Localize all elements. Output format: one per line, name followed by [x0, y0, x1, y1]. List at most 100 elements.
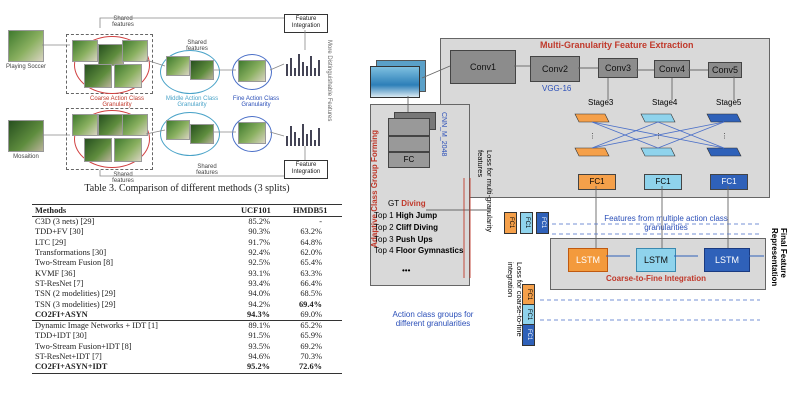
middle-frame-b2 [190, 124, 214, 144]
method-cell: ST-ResNet+IDT [7] [35, 352, 102, 361]
fine-ellipse-bottom [232, 116, 272, 152]
ucf101-cell: 93.4% [248, 278, 270, 288]
hmdb51-cell: 69.0% [300, 309, 322, 319]
diagram-connectors [407, 65, 764, 321]
top1-row: Top 1 High Jump [374, 210, 437, 221]
table-row: CO2FI+ASYN 94.3% 69.0% [32, 310, 342, 321]
top3-value: Push Ups [395, 235, 433, 244]
bottom-action-label: Mosaition [13, 154, 39, 160]
ucf101-cell: 93.1% [248, 268, 270, 278]
coarse-frame-3 [122, 40, 148, 62]
fc1-orange-label: FC1 [589, 177, 605, 186]
table-row: Transformations [30]92.4%62.0% [32, 248, 342, 258]
feature-integration-top: Feature Integration [284, 14, 328, 33]
ucf101-cell: 93.5% [248, 341, 270, 351]
ucf101-cell: 95.2% [246, 362, 270, 372]
middle-frame-2 [190, 60, 214, 80]
top3-row: Top 3 Push Ups [374, 234, 433, 245]
hmdb51-cell: 65.4% [300, 258, 322, 268]
final-rep-wrap: Final Feature Representation [770, 228, 798, 328]
cnn-block [388, 118, 430, 136]
hmdb51-cell: 66.4% [300, 278, 322, 288]
top3-label: Top 3 [374, 235, 394, 244]
fc1-orange: FC1 [578, 174, 616, 190]
small-fc-cyan: FC1 [520, 212, 533, 234]
lstm-2: LSTM [636, 248, 676, 272]
small-fc-cyan-label: FC1 [524, 217, 530, 229]
vertical-label: More Distinguishable Features [326, 40, 332, 122]
shared-features-top: Shared features [112, 16, 134, 28]
hmdb51-cell: 63.2% [300, 227, 322, 237]
feature-integration-bottom: Feature Integration [284, 160, 328, 179]
small-fc-orange: FC1 [504, 212, 517, 234]
groups-note: Action class groups for different granul… [392, 310, 474, 328]
bottom-action-thumbnail [8, 120, 44, 152]
svg-text:⋮: ⋮ [721, 132, 728, 140]
lstm-2-label: LSTM [643, 255, 668, 265]
table-body: C3D (3 nets) [29]85.2%-TDD+FV [30]90.3%6… [32, 216, 342, 373]
hmdb51-cell: 62.0% [300, 248, 322, 258]
table-row: KVMF [36]93.1%63.3% [32, 268, 342, 278]
top4-label: Top 4 [374, 246, 394, 255]
middle-frame-b1 [166, 120, 190, 140]
table-row: TSN (2 modelities) [29]94.0%68.5% [32, 289, 342, 299]
coarse-frame-b3 [122, 114, 148, 136]
table-row: Two-Stream Fusion [8] 92.5% 65.4% [32, 258, 342, 268]
hmdb51-cell: 70.3% [300, 352, 322, 361]
coarse-frame-1 [72, 40, 98, 62]
small-fc-blue-2: FC1 [522, 324, 535, 346]
fine-label: Fine Action Class Granularity [232, 96, 280, 108]
hmdb51-cell: 72.6% [298, 362, 322, 372]
fc-block: FC [388, 152, 430, 168]
header-methods: Methods [35, 206, 67, 215]
loss-coarse-wrap: Loss for coarse-to-fine integration [506, 262, 524, 372]
ucf101-cell: 92.5% [248, 258, 270, 268]
table-bottom-rule [32, 373, 342, 374]
coarse-ellipse-bottom [74, 110, 150, 168]
fc1-cyan: FC1 [644, 174, 682, 190]
ucf101-cell: 94.3% [246, 309, 270, 319]
table-caption: Table 3. Comparison of different methods… [84, 183, 290, 194]
ucf101-cell: 89.1% [238, 319, 290, 332]
stage3-label: Stage3 [588, 98, 614, 107]
method-cell: TSN (3 modelities) [29] [35, 299, 116, 309]
table-row: Dynamic Image Networks + IDT [1]89.1%65.… [32, 319, 342, 332]
cnn-label-wrap: CNN_M_2048 [440, 112, 452, 182]
gt-value: Diving [401, 199, 426, 208]
features-note: Features from multiple action class gran… [604, 214, 728, 232]
top2-value: Cliff Diving [395, 223, 439, 232]
coarse-frame-4 [84, 64, 112, 88]
cnn-label: CNN_M_2048 [440, 112, 447, 157]
feature-bars-top [286, 54, 320, 76]
input-frame-front [370, 66, 420, 98]
ucf101-cell: 94.0% [248, 289, 270, 299]
table-row: TDD+FV [30]90.3%63.2% [32, 227, 342, 237]
svg-text:⋮: ⋮ [589, 132, 596, 140]
hmdb51-cell: - [290, 216, 342, 228]
hmdb51-cell: 65.2% [290, 319, 342, 332]
method-cell: Two-Stream Fusion [8] [35, 258, 114, 268]
conv4-label: Conv4 [658, 64, 685, 74]
ucf101-cell: 91.5% [248, 331, 270, 341]
method-cell: CO2FI+ASYN [35, 309, 88, 319]
hmdb51-cell: 69.2% [300, 341, 322, 351]
small-fc-orange-2-label: FC1 [526, 289, 532, 301]
table-row: C3D (3 nets) [29]85.2%- [32, 216, 342, 228]
top-action-label: Playing Soccer [5, 64, 47, 70]
hmdb51-cell: 65.9% [300, 331, 322, 341]
fc1-blue: FC1 [710, 174, 748, 190]
header-ucf101: UCF101 [241, 206, 271, 215]
ucf101-cell: 94.6% [248, 352, 270, 361]
conv3-block: Conv3 [598, 58, 638, 78]
method-cell: TSN (2 modelities) [29] [35, 289, 116, 299]
middle-ellipse [160, 50, 220, 94]
table-row: LTC [29]91.7%64.8% [32, 238, 342, 248]
small-fc-blue-2-label: FC1 [526, 329, 532, 341]
loss-coarse-label: Loss for coarse-to-fine integration [506, 262, 524, 337]
gt-label: GT [388, 199, 399, 208]
coarse-frame-5 [114, 64, 142, 88]
ucf101-cell: 85.2% [238, 216, 290, 228]
vgg-label: VGG-16 [542, 84, 572, 93]
dots: ••• [402, 266, 411, 275]
small-fc-blue-label: FC1 [540, 217, 546, 229]
